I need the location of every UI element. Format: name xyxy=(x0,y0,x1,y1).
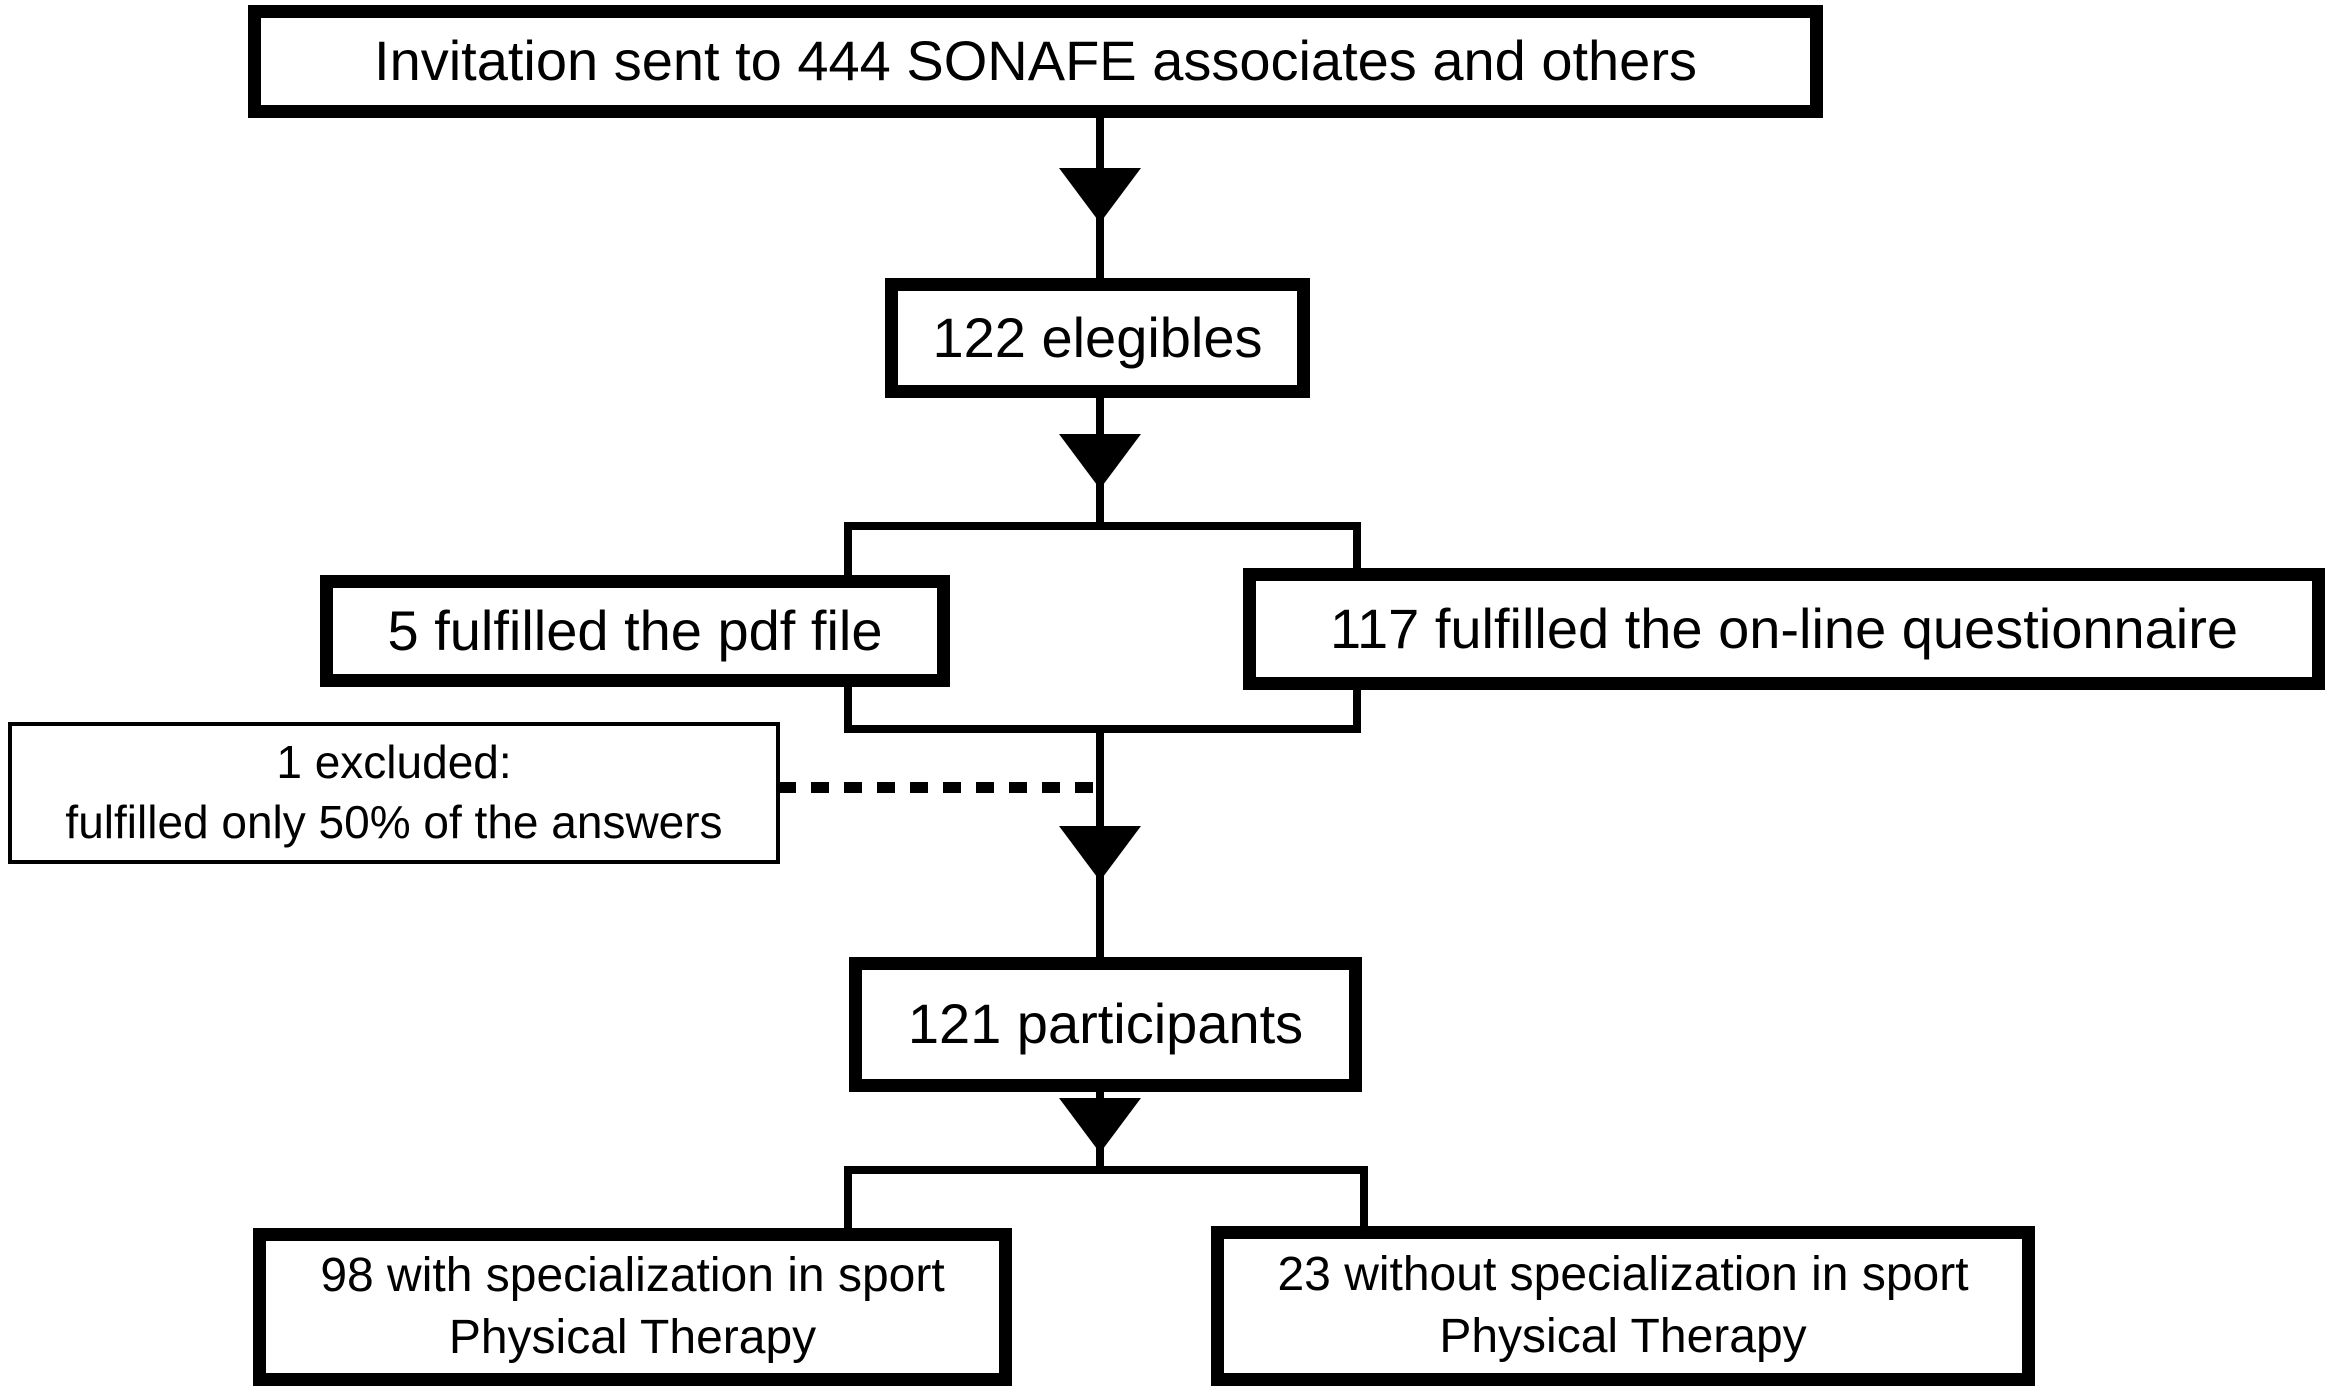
node-with-specialization: 98 with specialization in sport Physical… xyxy=(253,1228,1012,1386)
node-excluded-line1: 1 excluded: xyxy=(276,736,512,789)
bottom-split-right-drop-line xyxy=(1360,1166,1368,1228)
node-eligibles-label: 122 elegibles xyxy=(932,305,1263,369)
node-pdf-file-label: 5 fulfilled the pdf file xyxy=(387,598,883,662)
node-participants: 121 participants xyxy=(849,957,1362,1092)
node-excluded-line2: fulfilled only 50% of the answers xyxy=(65,796,723,848)
arrow-down-icon xyxy=(1059,826,1141,881)
dashed-exclusion-line xyxy=(778,782,1100,793)
bottom-split-horizontal-line xyxy=(844,1166,1368,1174)
node-online-questionnaire: 117 fulfilled the on-line questionnaire xyxy=(1243,568,2325,690)
arrow-down-icon xyxy=(1059,434,1141,489)
node-invitation-label: Invitation sent to 444 SONAFE associates… xyxy=(374,29,1697,93)
node-participants-label: 121 participants xyxy=(907,992,1304,1056)
arrow-down-icon xyxy=(1059,1098,1141,1153)
arrow-down-icon xyxy=(1059,168,1141,223)
node-excluded: 1 excluded: fulfilled only 50% of the an… xyxy=(8,722,780,864)
node-pdf-file: 5 fulfilled the pdf file xyxy=(320,575,950,687)
node-without-specialization-line1: 23 without specialization in sport xyxy=(1277,1247,1969,1301)
node-online-questionnaire-label: 117 fulfilled the on-line questionnaire xyxy=(1329,596,2239,660)
node-without-specialization: 23 without specialization in sport Physi… xyxy=(1211,1226,2035,1386)
bottom-split-left-drop-line xyxy=(844,1166,852,1228)
node-with-specialization-line2: Physical Therapy xyxy=(448,1311,817,1364)
node-invitation: Invitation sent to 444 SONAFE associates… xyxy=(248,5,1823,118)
node-with-specialization-line1: 98 with specialization in sport xyxy=(320,1248,945,1302)
node-eligibles: 122 elegibles xyxy=(885,278,1310,398)
node-without-specialization-line2: Physical Therapy xyxy=(1439,1310,1807,1363)
